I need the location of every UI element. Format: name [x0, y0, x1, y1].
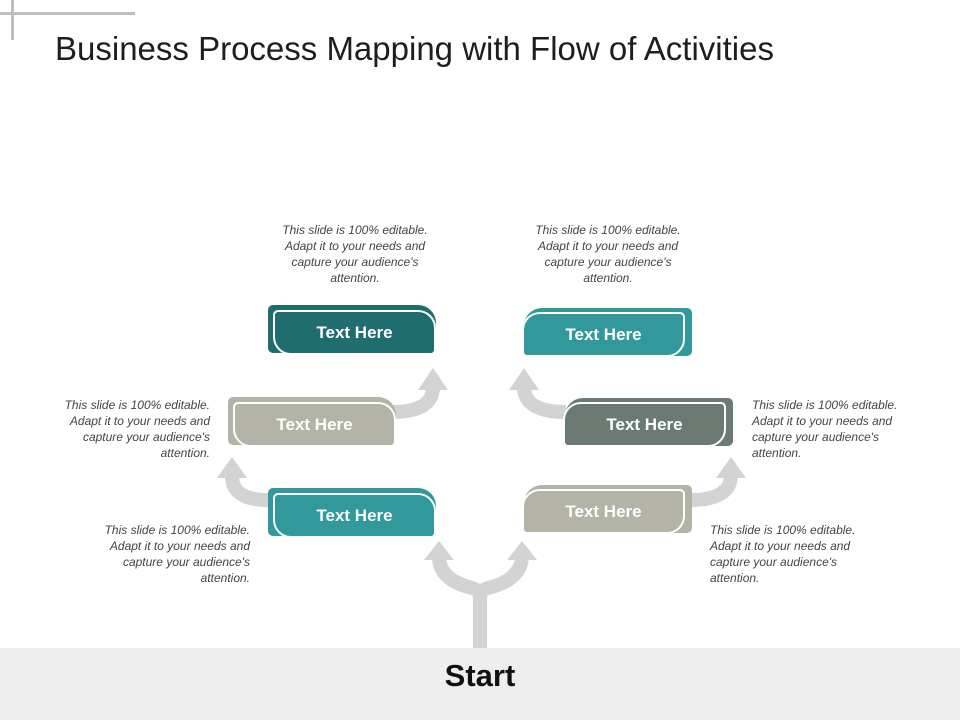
step-label: Text Here [565, 324, 642, 344]
step-description-right-bottom: This slide is 100% editable. Adapt it to… [710, 523, 856, 585]
step-box-left-middle[interactable]: Text Here [228, 397, 398, 447]
step-description-left-bottom: This slide is 100% editable. Adapt it to… [104, 523, 250, 585]
corner-decoration-tick [11, 0, 14, 40]
step-description-left-middle: This slide is 100% editable. Adapt it to… [64, 398, 210, 460]
step-box-left-top[interactable]: Text Here [268, 305, 438, 355]
connector-left-lower [225, 475, 269, 507]
trunk-arrow [432, 557, 487, 652]
step-description-left-top: This slide is 100% editable. Adapt it to… [282, 223, 428, 285]
step-label: Text Here [276, 414, 353, 434]
step-box-right-top[interactable]: Text Here [522, 308, 692, 358]
arrowhead-left-upper [418, 368, 448, 390]
arrowhead-right-upper [509, 368, 539, 390]
step-box-left-bottom[interactable]: Text Here [268, 488, 438, 538]
arrowhead-right-lower [716, 457, 746, 478]
step-box-right-middle[interactable]: Text Here [563, 398, 733, 448]
step-label: Text Here [606, 414, 683, 434]
start-label: Start [444, 658, 516, 693]
slide-title: Business Process Mapping with Flow of Ac… [55, 30, 774, 67]
connector-right-upper [517, 386, 567, 419]
corner-decoration-line [0, 12, 135, 15]
step-description-right-top: This slide is 100% editable. Adapt it to… [535, 223, 681, 285]
step-label: Text Here [316, 322, 393, 342]
arrowhead-center-right [507, 541, 537, 560]
arrowhead-left-lower [217, 457, 247, 478]
connector-right-lower [689, 474, 738, 507]
step-label: Text Here [316, 505, 393, 525]
step-description-right-middle: This slide is 100% editable. Adapt it to… [752, 398, 898, 460]
arrowhead-center-left [424, 541, 454, 560]
start-band [0, 648, 960, 720]
trunk-arrow-right [473, 556, 529, 599]
step-label: Text Here [565, 501, 642, 521]
step-box-right-bottom[interactable]: Text Here [522, 485, 692, 535]
connector-left-upper [391, 386, 440, 419]
